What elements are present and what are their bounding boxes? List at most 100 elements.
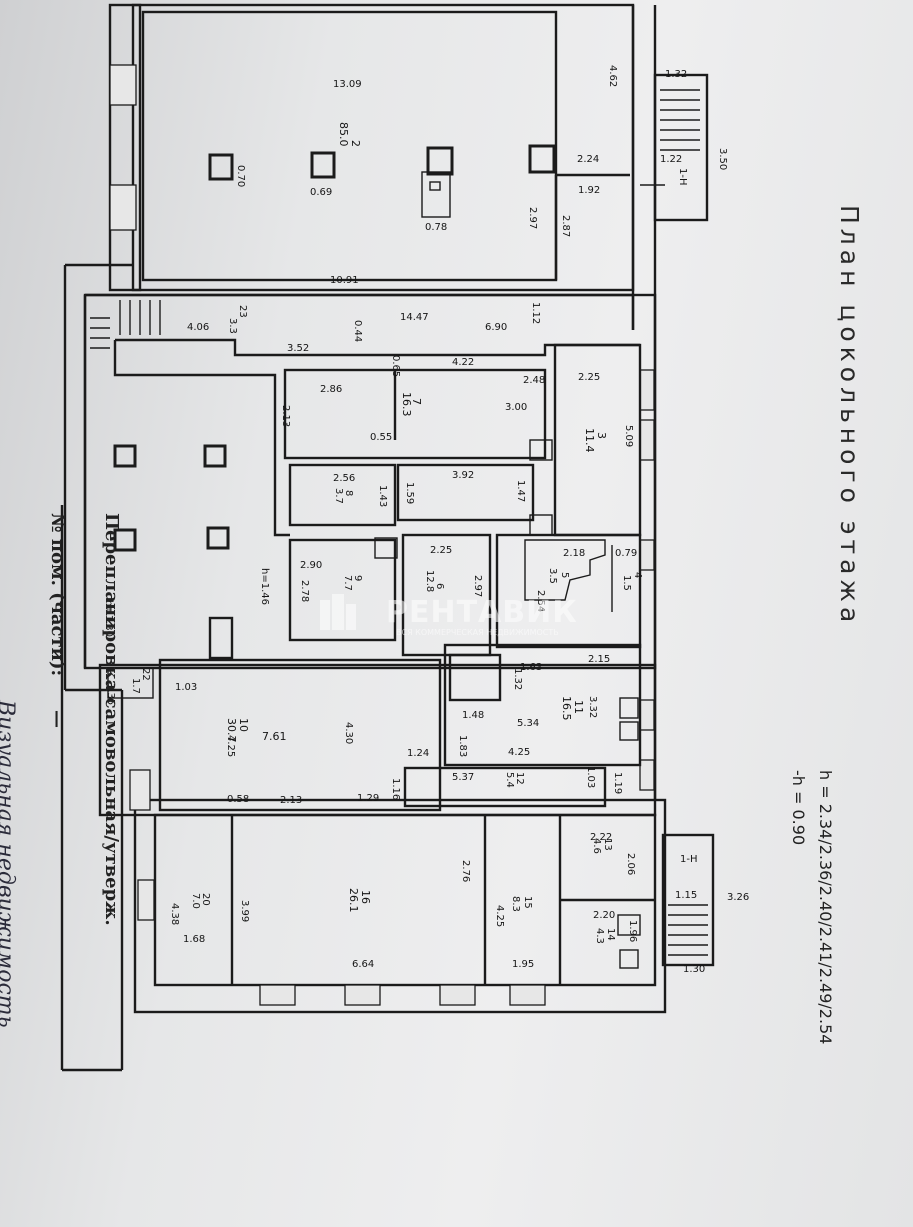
- dim-label: 0.44: [352, 320, 363, 342]
- room-8-number: 8: [343, 490, 354, 496]
- dim-label: 1.32: [512, 668, 523, 690]
- handwritten-note: Визуальная недвижимость: [0, 700, 18, 1028]
- dim-label: 1.68: [183, 934, 205, 945]
- room-4-number: 4: [632, 572, 643, 578]
- room-6-area: 12.8: [424, 570, 435, 592]
- dim-label: 4.30: [343, 722, 354, 744]
- dimension-labels: 13.09 0.70 0.69 0.78 2.97 2.24 1.92 2.87…: [103, 65, 749, 975]
- dim-label: 1.30: [683, 964, 705, 975]
- dim-label: 1.48: [462, 710, 484, 721]
- stamp-room-number-value: —: [47, 710, 68, 728]
- dim-label: 2.15: [588, 654, 610, 665]
- dim-label: 3.26: [727, 892, 749, 903]
- room-22-area: 1.7: [130, 678, 141, 694]
- dim-label: 1.32: [665, 69, 687, 80]
- room-23-number: 23: [237, 305, 248, 318]
- dim-label: 2.25: [578, 372, 600, 383]
- room-14-area: 4.3: [594, 928, 605, 944]
- dim-label: 3.00: [505, 402, 527, 413]
- dim-label: 0.78: [425, 222, 447, 233]
- room-14-number: 14: [605, 928, 616, 941]
- stair-bottom: [661, 833, 715, 967]
- dim-label: 1.03: [585, 766, 596, 788]
- dim-label: 2.22: [590, 832, 612, 843]
- dim-label: 0.70: [235, 165, 246, 187]
- dim-label: 1.29: [357, 793, 379, 804]
- watermark-tagline: ВСЯ КОММЕРЧЕСКАЯ НЕДВИЖИМОСТЬ: [396, 628, 559, 637]
- dim-label: 6.90: [485, 322, 507, 333]
- room-22-number: 22: [140, 668, 151, 681]
- dim-label: 1.83: [457, 735, 468, 757]
- dim-label: 2.24: [577, 154, 599, 165]
- dim-label: 6.64: [352, 959, 374, 970]
- room-2-area: 85.0: [337, 122, 350, 147]
- dim-label: 2.18: [563, 548, 585, 559]
- dim-label: 2.90: [300, 560, 322, 571]
- stair-top-label: 1-Н: [677, 168, 688, 186]
- dim-label: 4.38: [169, 903, 180, 925]
- dim-label: 0.55: [370, 432, 392, 443]
- dim-label: 3.52: [287, 343, 309, 354]
- room-13-area: 4.6: [591, 838, 602, 854]
- dim-label: 4.62: [607, 65, 618, 87]
- room-11-area: 16.5: [560, 696, 573, 721]
- dim-label: 1.24: [407, 748, 429, 759]
- outer-walls: [63, 3, 667, 1070]
- heights-minus-h: -h = 0.90: [789, 770, 808, 846]
- dim-label: 5.09: [623, 425, 634, 447]
- stamp-room-number-label: № пом. (части):: [47, 513, 68, 677]
- dim-label: 4.25: [508, 747, 530, 758]
- room-5-number: 5: [559, 572, 570, 578]
- room-15-number: 15: [522, 896, 533, 909]
- room-6-number: 6: [434, 583, 445, 589]
- dim-label: 2.13: [280, 405, 291, 427]
- room-3-number: 3: [595, 432, 608, 439]
- dim-label: 0.79: [615, 548, 637, 559]
- dim-label: 1.16: [390, 778, 401, 800]
- room-3-area: 11.4: [583, 428, 596, 453]
- dim-label: 2.86: [320, 384, 342, 395]
- dim-label: 4.06: [187, 322, 209, 333]
- stamp-frame: [60, 505, 122, 1072]
- dim-label: 3.99: [239, 900, 250, 922]
- dim-label: 0.69: [310, 187, 332, 198]
- dim-label: 3.50: [717, 148, 728, 170]
- dim-label: 2.13: [280, 795, 302, 806]
- dim-label: 2.87: [560, 215, 571, 237]
- dim-label: h=1.46: [259, 568, 270, 605]
- room-16-number: 16: [359, 890, 372, 904]
- dim-label: 2.76: [460, 860, 471, 882]
- dim-label: 2.06: [625, 853, 636, 875]
- room-1m-area: 1.43: [377, 485, 388, 507]
- heights-h: h = 2.34/2.36/2.40/2.41/2.49/2.54: [816, 770, 835, 1045]
- dim-label: 3.92: [452, 470, 474, 481]
- dim-label: 2.25: [430, 545, 452, 556]
- room-15-area: 8.3: [510, 896, 521, 912]
- room-7-number: 7: [410, 398, 423, 405]
- dim-label: 10.91: [330, 275, 359, 286]
- dim-label: 3.32: [587, 696, 598, 718]
- dim-label: 1.19: [612, 772, 623, 794]
- room-12-number: 12: [514, 772, 525, 785]
- room-10-area: 30.7: [225, 718, 238, 743]
- dim-label: 2.20: [593, 910, 615, 921]
- room-20-number: 20: [200, 893, 211, 906]
- stamp-redevelopment: Перепланировка самовольная/утверж.: [101, 513, 122, 926]
- building-icon: [320, 594, 356, 630]
- room-labels: 2 85.0 23 3.3 7 16.3 3 11.4 8 3.7 1.43 9…: [130, 122, 643, 944]
- dim-label: 1.12: [530, 302, 541, 324]
- dim-label: 4.25: [225, 735, 236, 757]
- watermark-name: РЕНТАВИК: [386, 594, 578, 630]
- room-5-area: 3.5: [547, 568, 558, 584]
- stair-left: [90, 300, 161, 349]
- dim-label: 2.56: [333, 473, 355, 484]
- dim-label: 14.47: [400, 312, 429, 323]
- plan-title: План цокольного этажа: [835, 205, 864, 628]
- room-12-area: 5.4: [504, 772, 515, 788]
- room-13-number: 13: [602, 838, 613, 851]
- dim-label: 1.59: [404, 482, 415, 504]
- room-7-area: 16.3: [400, 392, 413, 417]
- dim-label: 0.65: [390, 355, 401, 377]
- dim-label: 2.97: [472, 575, 483, 597]
- room-9-number: 9: [352, 575, 363, 581]
